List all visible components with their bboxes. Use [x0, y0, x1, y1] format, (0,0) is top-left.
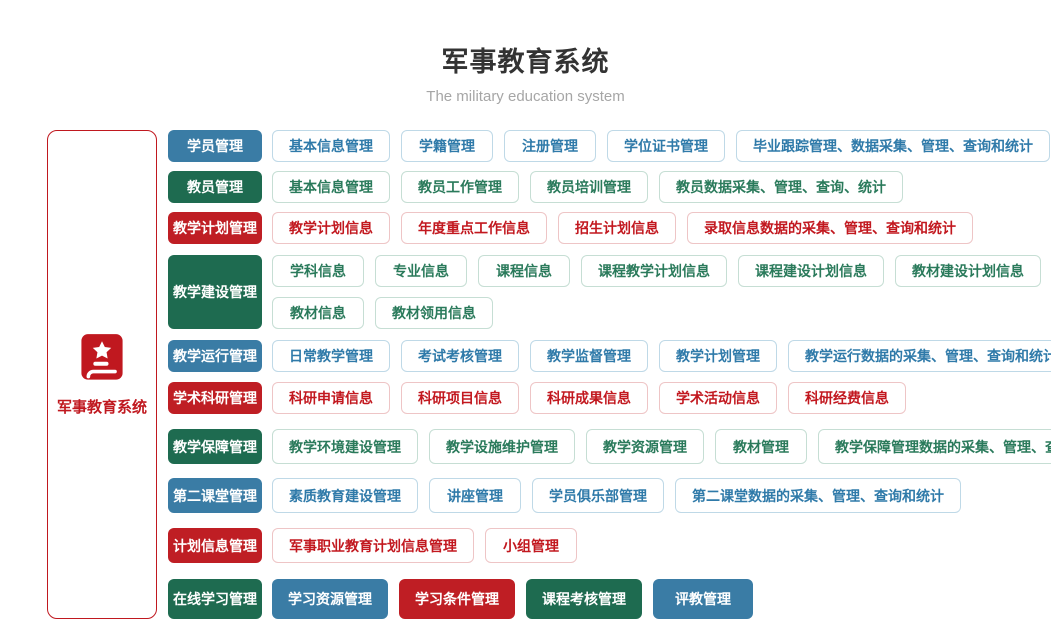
item-node[interactable]: 学位证书管理	[607, 130, 725, 162]
root-node: 军事教育系统	[47, 130, 157, 619]
item-node[interactable]: 毕业跟踪管理、数据采集、管理、查询和统计	[736, 130, 1050, 162]
item-node[interactable]: 基本信息管理	[272, 171, 390, 203]
item-node[interactable]: 录取信息数据的采集、管理、查询和统计	[687, 212, 973, 244]
item-line: 教学计划信息年度重点工作信息招生计划信息录取信息数据的采集、管理、查询和统计	[272, 212, 973, 244]
category-node[interactable]: 学员管理	[168, 130, 262, 162]
item-line: 学习资源管理学习条件管理课程考核管理评教管理	[272, 579, 753, 619]
page-subtitle: The military education system	[426, 88, 625, 105]
item-line: 日常教学管理考试考核管理教学监督管理教学计划管理教学运行数据的采集、管理、查询和…	[272, 340, 1051, 372]
item-node[interactable]: 教学设施维护管理	[429, 429, 575, 464]
module-row: 教学计划管理教学计划信息年度重点工作信息招生计划信息录取信息数据的采集、管理、查…	[168, 212, 1051, 244]
category-node[interactable]: 教学建设管理	[168, 255, 262, 329]
item-node[interactable]: 基本信息管理	[272, 130, 390, 162]
item-node[interactable]: 教材信息	[272, 297, 364, 329]
module-row: 学术科研管理科研申请信息科研项目信息科研成果信息学术活动信息科研经费信息	[168, 382, 1051, 414]
category-items: 科研申请信息科研项目信息科研成果信息学术活动信息科研经费信息	[272, 382, 906, 414]
category-node[interactable]: 教学计划管理	[168, 212, 262, 244]
category-items: 日常教学管理考试考核管理教学监督管理教学计划管理教学运行数据的采集、管理、查询和…	[272, 340, 1051, 372]
diagram: 军事教育系统 学员管理基本信息管理学籍管理注册管理学位证书管理毕业跟踪管理、数据…	[0, 130, 1051, 619]
category-items: 教学计划信息年度重点工作信息招生计划信息录取信息数据的采集、管理、查询和统计	[272, 212, 973, 244]
item-node[interactable]: 教学计划管理	[659, 340, 777, 372]
item-node[interactable]: 教学环境建设管理	[272, 429, 418, 464]
item-node[interactable]: 学籍管理	[401, 130, 493, 162]
item-node[interactable]: 科研经费信息	[788, 382, 906, 414]
item-node[interactable]: 教学监督管理	[530, 340, 648, 372]
module-row: 计划信息管理军事职业教育计划信息管理小组管理	[168, 528, 1051, 563]
diagram-rows: 学员管理基本信息管理学籍管理注册管理学位证书管理毕业跟踪管理、数据采集、管理、查…	[168, 130, 1051, 619]
item-node[interactable]: 学习条件管理	[399, 579, 515, 619]
module-row: 教学建设管理学科信息专业信息课程信息课程教学计划信息课程建设计划信息教材建设计划…	[168, 255, 1051, 329]
item-node[interactable]: 科研项目信息	[401, 382, 519, 414]
module-row: 教员管理基本信息管理教员工作管理教员培训管理教员数据采集、管理、查询、统计	[168, 171, 1051, 203]
item-node[interactable]: 教材建设计划信息	[895, 255, 1041, 287]
item-line: 基本信息管理教员工作管理教员培训管理教员数据采集、管理、查询、统计	[272, 171, 903, 203]
item-node[interactable]: 教学计划信息	[272, 212, 390, 244]
category-node[interactable]: 教学保障管理	[168, 429, 262, 464]
item-line: 教学环境建设管理教学设施维护管理教学资源管理教材管理教学保障管理数据的采集、管理…	[272, 429, 1051, 464]
item-node[interactable]: 评教管理	[653, 579, 753, 619]
category-node[interactable]: 教学运行管理	[168, 340, 262, 372]
category-items: 基本信息管理教员工作管理教员培训管理教员数据采集、管理、查询、统计	[272, 171, 903, 203]
page-title: 军事教育系统	[441, 47, 610, 77]
module-row: 第二课堂管理素质教育建设管理讲座管理学员俱乐部管理第二课堂数据的采集、管理、查询…	[168, 478, 1051, 513]
category-items: 军事职业教育计划信息管理小组管理	[272, 528, 577, 563]
item-node[interactable]: 课程考核管理	[526, 579, 642, 619]
module-row: 在线学习管理学习资源管理学习条件管理课程考核管理评教管理	[168, 579, 1051, 619]
category-node[interactable]: 第二课堂管理	[168, 478, 262, 513]
item-node[interactable]: 日常教学管理	[272, 340, 390, 372]
item-node[interactable]: 考试考核管理	[401, 340, 519, 372]
item-node[interactable]: 教学保障管理数据的采集、管理、查询和统计	[818, 429, 1051, 464]
item-node[interactable]: 课程信息	[478, 255, 570, 287]
module-row: 教学保障管理教学环境建设管理教学设施维护管理教学资源管理教材管理教学保障管理数据…	[168, 429, 1051, 464]
item-node[interactable]: 课程建设计划信息	[738, 255, 884, 287]
root-node-label: 军事教育系统	[56, 399, 147, 416]
item-line: 素质教育建设管理讲座管理学员俱乐部管理第二课堂数据的采集、管理、查询和统计	[272, 478, 961, 513]
item-node[interactable]: 学科信息	[272, 255, 364, 287]
item-line: 学科信息专业信息课程信息课程教学计划信息课程建设计划信息教材建设计划信息	[272, 255, 1041, 287]
item-node[interactable]: 教员工作管理	[401, 171, 519, 203]
item-node[interactable]: 教员培训管理	[530, 171, 648, 203]
page-header: 军事教育系统 The military education system	[0, 0, 1051, 105]
category-node[interactable]: 计划信息管理	[168, 528, 262, 563]
item-node[interactable]: 讲座管理	[429, 478, 521, 513]
module-row: 教学运行管理日常教学管理考试考核管理教学监督管理教学计划管理教学运行数据的采集、…	[168, 340, 1051, 372]
item-node[interactable]: 素质教育建设管理	[272, 478, 418, 513]
item-node[interactable]: 学术活动信息	[659, 382, 777, 414]
category-node[interactable]: 在线学习管理	[168, 579, 262, 619]
item-node[interactable]: 专业信息	[375, 255, 467, 287]
category-items: 素质教育建设管理讲座管理学员俱乐部管理第二课堂数据的采集、管理、查询和统计	[272, 478, 961, 513]
item-node[interactable]: 第二课堂数据的采集、管理、查询和统计	[675, 478, 961, 513]
item-line: 基本信息管理学籍管理注册管理学位证书管理毕业跟踪管理、数据采集、管理、查询和统计	[272, 130, 1050, 162]
item-node[interactable]: 招生计划信息	[558, 212, 676, 244]
item-node[interactable]: 课程教学计划信息	[581, 255, 727, 287]
item-node[interactable]: 军事职业教育计划信息管理	[272, 528, 474, 563]
item-node[interactable]: 教材管理	[715, 429, 807, 464]
book-star-icon	[81, 334, 123, 380]
item-node[interactable]: 科研申请信息	[272, 382, 390, 414]
category-items: 学科信息专业信息课程信息课程教学计划信息课程建设计划信息教材建设计划信息教材信息…	[272, 255, 1041, 329]
module-row: 学员管理基本信息管理学籍管理注册管理学位证书管理毕业跟踪管理、数据采集、管理、查…	[168, 130, 1051, 162]
item-node[interactable]: 教员数据采集、管理、查询、统计	[659, 171, 903, 203]
item-node[interactable]: 年度重点工作信息	[401, 212, 547, 244]
item-node[interactable]: 注册管理	[504, 130, 596, 162]
category-items: 基本信息管理学籍管理注册管理学位证书管理毕业跟踪管理、数据采集、管理、查询和统计	[272, 130, 1050, 162]
item-node[interactable]: 教学运行数据的采集、管理、查询和统计	[788, 340, 1051, 372]
item-node[interactable]: 学员俱乐部管理	[532, 478, 664, 513]
item-line: 科研申请信息科研项目信息科研成果信息学术活动信息科研经费信息	[272, 382, 906, 414]
item-node[interactable]: 教学资源管理	[586, 429, 704, 464]
category-node[interactable]: 学术科研管理	[168, 382, 262, 414]
item-node[interactable]: 教材领用信息	[375, 297, 493, 329]
item-node[interactable]: 科研成果信息	[530, 382, 648, 414]
item-line: 教材信息教材领用信息	[272, 297, 1041, 329]
item-line: 军事职业教育计划信息管理小组管理	[272, 528, 577, 563]
item-node[interactable]: 学习资源管理	[272, 579, 388, 619]
category-items: 教学环境建设管理教学设施维护管理教学资源管理教材管理教学保障管理数据的采集、管理…	[272, 429, 1051, 464]
item-node[interactable]: 小组管理	[485, 528, 577, 563]
category-node[interactable]: 教员管理	[168, 171, 262, 203]
category-items: 学习资源管理学习条件管理课程考核管理评教管理	[272, 579, 753, 619]
